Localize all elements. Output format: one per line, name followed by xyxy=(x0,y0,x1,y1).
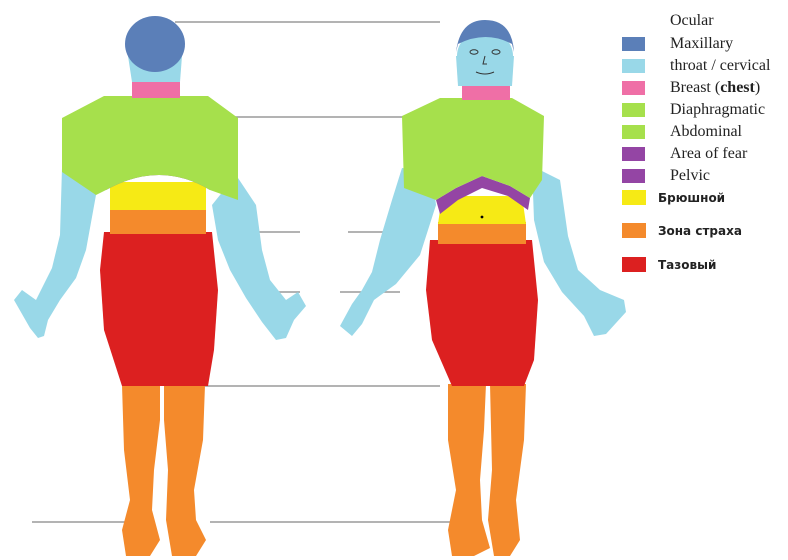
legend-swatch xyxy=(622,59,645,73)
legend-swatch xyxy=(622,125,645,139)
right-leg-front xyxy=(488,384,526,556)
figure-front xyxy=(340,20,626,556)
legend-item-maxillary: Maxillary xyxy=(622,34,788,54)
left-leg-back xyxy=(122,385,160,556)
legend-label: Abdominal xyxy=(670,122,742,142)
legend-label-part: Breast ( xyxy=(670,79,720,96)
legend-swatch xyxy=(622,190,646,205)
fear-back xyxy=(110,208,206,234)
legend-item-zona-strakha: Зона страха xyxy=(622,221,788,241)
legend-label: Pelvic xyxy=(670,166,710,186)
legend-label: Зона страха xyxy=(658,221,742,241)
legend-label-bold: chest xyxy=(720,79,755,96)
navel-dot xyxy=(481,216,484,219)
pelvic-front xyxy=(426,240,538,386)
legend-swatch xyxy=(622,37,645,51)
head-back xyxy=(125,16,185,72)
legend-label: Breast (chest) xyxy=(670,78,760,98)
legend-swatch xyxy=(622,103,645,117)
right-arm-back xyxy=(212,175,306,340)
legend-item-tazovy: Тазовый xyxy=(622,255,788,275)
legend-item-diaphragmatic: Diaphragmatic xyxy=(622,100,788,120)
left-arm-back xyxy=(14,160,96,338)
legend-item-breast: Breast (chest) xyxy=(622,78,788,98)
legend-item-pelvic: Pelvic xyxy=(622,166,788,186)
figure-back xyxy=(14,16,306,556)
legend-label: Брюшной xyxy=(658,188,725,208)
legend-label: throat / cervical xyxy=(670,56,770,76)
abdominal-back xyxy=(110,182,206,210)
left-leg-front xyxy=(448,384,490,556)
legend-swatch xyxy=(622,223,646,238)
fear-front xyxy=(438,222,526,244)
legend-item-abdominal: Abdominal xyxy=(622,122,788,142)
legend-swatch xyxy=(622,169,645,183)
legend-label: Area of fear xyxy=(670,144,747,164)
legend-swatch xyxy=(622,81,645,95)
right-arm-front xyxy=(532,166,626,336)
legend-label: Diaphragmatic xyxy=(670,100,765,120)
legend-item-cervical: throat / cervical xyxy=(622,56,788,76)
legend-label: Тазовый xyxy=(658,255,716,275)
right-leg-back xyxy=(164,385,206,556)
legend-item-bryushnoy: Брюшной xyxy=(622,188,788,208)
legend-label: Maxillary xyxy=(670,34,733,54)
legend-label-part: ) xyxy=(755,79,760,96)
pelvic-back xyxy=(100,232,218,386)
legend-swatch xyxy=(622,147,645,161)
chest-front xyxy=(462,84,510,100)
chest-back xyxy=(132,80,180,98)
legend-ocular-label: Ocular xyxy=(670,12,714,30)
legend-item-area-of-fear: Area of fear xyxy=(622,144,788,164)
legend-swatch xyxy=(622,257,646,272)
